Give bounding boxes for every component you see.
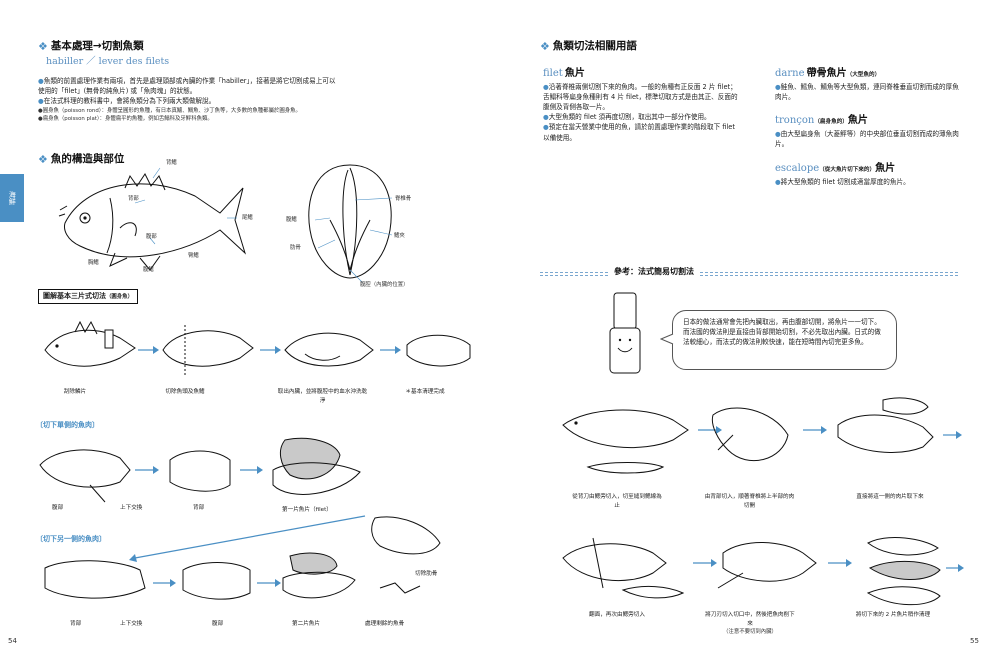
caption-ref-1: 從背刀由鰓旁切入，切至縫到鰓線為止 <box>572 494 662 509</box>
caption-second-filet: 第二片魚片 <box>292 621 320 627</box>
term-escalope: escalope（從大魚片切下來的）魚片 ●將大型魚類的 filet 切割成適當… <box>775 163 910 186</box>
speech-text: 日本的做法通常會先把內臟取出，再由腹部切開，將魚片一一切下。而法國的做法則是直接… <box>683 318 881 347</box>
caption-ref-2: 由背部切入，順著脊椎將上半部的肉切開 <box>704 494 795 509</box>
caption-first-filet: 第一片魚片（filet） <box>282 507 332 513</box>
three-piece-cut-title: 圖解基本三片式切法（圓身魚） <box>38 289 138 304</box>
step-scale-fish <box>44 320 136 367</box>
reference-title: 參考：法式簡易切割法 <box>610 266 698 279</box>
caption-swap: 上下交換 <box>120 505 143 511</box>
caption-cut-head: 切除魚頭及魚鰭 <box>165 389 205 395</box>
term-darne: darne 帶骨魚片（大型魚的） ●鮭魚、鱈魚、鯖魚等大型魚類，連同脊椎垂直切割… <box>775 68 959 101</box>
steps-row-2-illustration <box>39 437 361 503</box>
page-number-left: 54 <box>8 637 17 645</box>
note-round-fish: ●圓身魚（poisson rond）：身體呈圓形的魚種，有日本真鱸、鯛魚、沙丁魚… <box>38 107 301 114</box>
caption-belly-2: 腹部 <box>212 621 224 627</box>
caption-scale: 刮除鱗片 <box>63 389 87 395</box>
steps-row-1-illustration <box>44 320 471 375</box>
intro-para: ●在法式料理的教科書中，會將魚類分為下列兩大類做解說。 <box>38 97 216 106</box>
caption-belly: 腹部 <box>52 505 64 511</box>
reference-row-1-illustration <box>562 397 962 474</box>
fish-cross-section-illustration <box>308 164 393 283</box>
reference-row-2-illustration <box>562 537 964 606</box>
section-subtitle-fr: habiller ／ lever des filets <box>46 56 170 68</box>
bracket-cut-other-side: 〔切下另一側的魚肉〕 <box>36 535 106 543</box>
caption-ref-4: 翻面，再次由鰓旁切入 <box>589 612 645 618</box>
step-remove-guts <box>284 332 374 367</box>
section-basic-processing: ❖ 基本處理→切割魚類 habiller ／ lever des filets <box>38 38 328 70</box>
caption-ref-3: 直接將這一側的肉片取下來 <box>856 494 924 500</box>
section-terms-title: ❖ 魚類切法相關用語 <box>540 38 637 55</box>
caption-ref-6: 將切下來的 2 片魚片稍作清理 <box>855 612 931 618</box>
note-flat-fish: ●扁身魚（poisson plat）：身體扁平的魚種，例如舌鰨科及牙鮃科魚類。 <box>38 116 213 123</box>
fish-anatomy-illustration <box>58 167 247 271</box>
caption-back-2: 背部 <box>70 621 82 627</box>
caption-cleaned: ＊基本清理完成 <box>405 389 445 395</box>
step-cut-head <box>162 325 254 375</box>
caption-ref-5: 將刀刃切入切口中，然後把魚肉削下來 （注意不要切到內臟） <box>705 612 795 636</box>
side-tab-label: 海鮮 <box>8 191 17 205</box>
steps-row-3-illustration <box>44 515 441 600</box>
section-fish-structure-title: ❖ 魚的構造與部位 <box>38 151 124 168</box>
chef-knife-illustration <box>609 292 641 374</box>
intro-paragraphs: ●魚類的前置處理作業有兩項，首先是處理頭部或內臟的作業「habiller」，接著… <box>38 76 338 123</box>
caption-cut-ribs: 切除肋骨 <box>415 571 438 577</box>
label-pectoral-fin: 胸鰭 <box>88 260 99 266</box>
term-troncon: tronçon（扁身魚的）魚片 ●由大型扁身魚（大菱鮃等）的中央部位垂直切割而成… <box>775 115 959 148</box>
page-number-right: 55 <box>970 637 979 645</box>
label-anal-fin: 臀鰭 <box>188 253 199 259</box>
label-dorsal-fin: 背鰭 <box>166 160 177 166</box>
label-tail-fin: 尾鰭 <box>242 215 253 221</box>
step-cleaned-fish <box>406 334 471 367</box>
caption-remaining-bones: 處理剩餘的魚骨 <box>365 621 405 627</box>
label-cavity: 腹腔（內臟的位置） <box>360 282 409 288</box>
label-ribs: 肋骨 <box>290 245 301 251</box>
label-fin-clip: 鰭夾 <box>394 233 405 239</box>
reference-divider <box>540 275 958 276</box>
speech-bubble: 日本的做法通常會先把內臟取出，再由腹部切開，將魚片一一切下。而法國的做法則是直接… <box>672 310 897 370</box>
side-tab-seafood: 海鮮 <box>0 174 24 222</box>
caption-back: 背部 <box>193 505 205 511</box>
label-spine: 脊椎骨 <box>395 196 412 202</box>
reference-divider <box>540 272 958 273</box>
section-title: ❖ 基本處理→切割魚類 <box>38 38 328 55</box>
term-filet: filet 魚片 ●沿著脊椎兩側切割下來的魚肉。一般的魚種有正反面 2 片 fi… <box>543 68 738 142</box>
intro-para: ●魚類的前置處理作業有兩項，首先是處理頭部或內臟的作業「habiller」，接著… <box>38 77 336 96</box>
speech-tail <box>660 333 674 345</box>
caption-swap-2: 上下交換 <box>120 621 143 627</box>
diamond-bullet-icon: ❖ <box>38 153 48 166</box>
label-pelvic-fin: 腹鰭 <box>143 267 154 273</box>
diamond-bullet-icon: ❖ <box>38 40 48 53</box>
label-back: 背部 <box>128 196 139 202</box>
label-cross-fin: 腹鰭 <box>286 217 297 223</box>
diamond-bullet-icon: ❖ <box>540 40 550 53</box>
bracket-cut-one-side: 〔切下單側的魚肉〕 <box>36 421 99 429</box>
caption-remove-guts: 取出內臟，並將腹腔中的血水沖洗乾淨 <box>277 389 368 404</box>
label-belly: 腹部 <box>146 234 157 240</box>
